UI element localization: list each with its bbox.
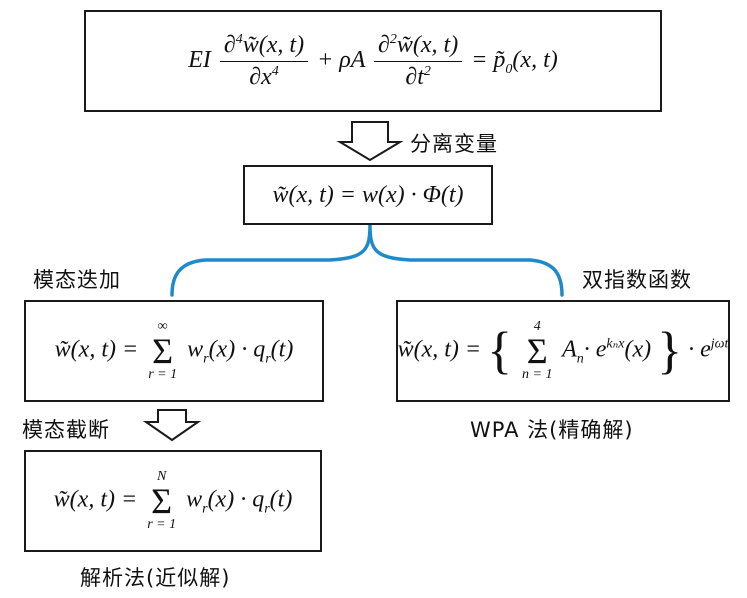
down-arrow-icon bbox=[336, 121, 404, 162]
branch-connector bbox=[170, 223, 564, 297]
label-modal-truncation: 模态截断 bbox=[22, 418, 110, 442]
separated-equation-box: w̃(x, t) = w(x) · Φ(t) bbox=[243, 165, 493, 225]
modal-sum-equation: w̃(x, t) = ∞ Σ r = 1 wr(x) · qr(t) bbox=[54, 319, 294, 382]
down-arrow-icon bbox=[142, 409, 202, 442]
modal-sum-box: w̃(x, t) = ∞ Σ r = 1 wr(x) · qr(t) bbox=[24, 300, 324, 402]
label-separation: 分离变量 bbox=[410, 132, 498, 156]
label-modal-superposition: 模态迭加 bbox=[33, 268, 121, 292]
truncated-sum-equation: w̃(x, t) = N Σ r = 1 wr(x) · qr(t) bbox=[53, 469, 293, 532]
label-double-exponential: 双指数函数 bbox=[582, 268, 692, 292]
governing-equation-box: EI ∂4w̃(x, t) ∂x4 + ρA ∂2w̃(x, t) ∂t2 = … bbox=[84, 10, 662, 112]
label-analytic-method: 解析法(近似解) bbox=[80, 566, 231, 590]
wpa-equation: w̃(x, t) = { 4 Σ n = 1 An· ekₙx(x) } · e… bbox=[397, 319, 729, 382]
governing-equation: EI ∂4w̃(x, t) ∂x4 + ρA ∂2w̃(x, t) ∂t2 = … bbox=[188, 31, 558, 90]
label-wpa-method: WPA 法(精确解) bbox=[470, 418, 634, 442]
truncated-sum-box: w̃(x, t) = N Σ r = 1 wr(x) · qr(t) bbox=[24, 450, 322, 552]
wpa-equation-box: w̃(x, t) = { 4 Σ n = 1 An· ekₙx(x) } · e… bbox=[396, 300, 730, 402]
separated-equation: w̃(x, t) = w(x) · Φ(t) bbox=[272, 181, 464, 208]
